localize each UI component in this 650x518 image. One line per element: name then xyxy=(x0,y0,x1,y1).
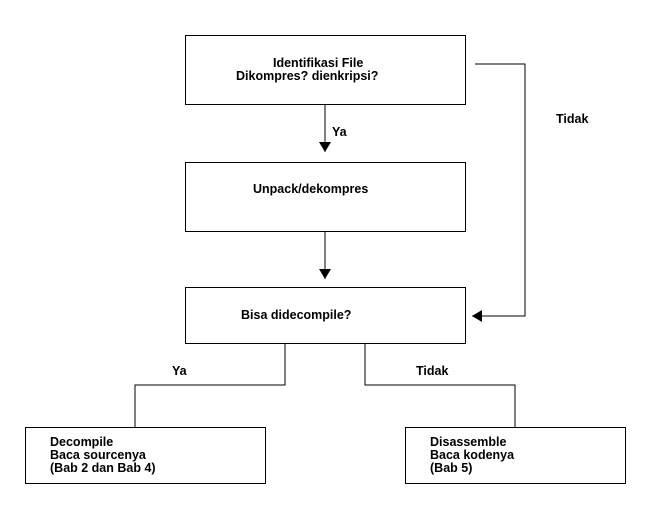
node-identify-line1: Identifikasi File xyxy=(273,56,364,70)
node-disassemble-line2: Baca kodenya xyxy=(430,448,515,462)
edge-label-identify-yes: Ya xyxy=(332,125,347,139)
node-disassemble-line1: Disassemble xyxy=(430,435,507,449)
node-decompile-line3: (Bab 2 dan Bab 4) xyxy=(50,461,156,475)
edge-decompilable-to-disassemble xyxy=(364,343,516,427)
node-decompile-line2: Baca sourcenya xyxy=(50,448,146,462)
node-decompilable: Bisa didecompile? xyxy=(185,287,466,344)
edge-label-identify-no: Tidak xyxy=(556,112,589,126)
node-unpack: Unpack/dekompres xyxy=(185,162,466,232)
node-unpack-line1: Unpack/dekompres xyxy=(253,182,369,196)
node-decompile-line1: Decompile xyxy=(50,435,114,449)
node-identify-file: Identifikasi File Dikompres? dienkripsi? xyxy=(185,35,466,105)
node-decompilable-line1: Bisa didecompile? xyxy=(241,308,352,322)
edge-decompilable-to-decompile xyxy=(134,343,286,427)
edge-label-decompilable-yes: Ya xyxy=(172,364,187,378)
node-decompile: Decompile Baca sourcenya (Bab 2 dan Bab … xyxy=(25,427,266,484)
node-identify-line2: Dikompres? dienkripsi? xyxy=(236,69,379,83)
edge-label-decompilable-no: Tidak xyxy=(416,364,449,378)
node-disassemble-line3: (Bab 5) xyxy=(430,461,473,475)
edge-identify-to-decompilable xyxy=(472,63,526,322)
node-disassemble: Disassemble Baca kodenya (Bab 5) xyxy=(405,427,626,484)
